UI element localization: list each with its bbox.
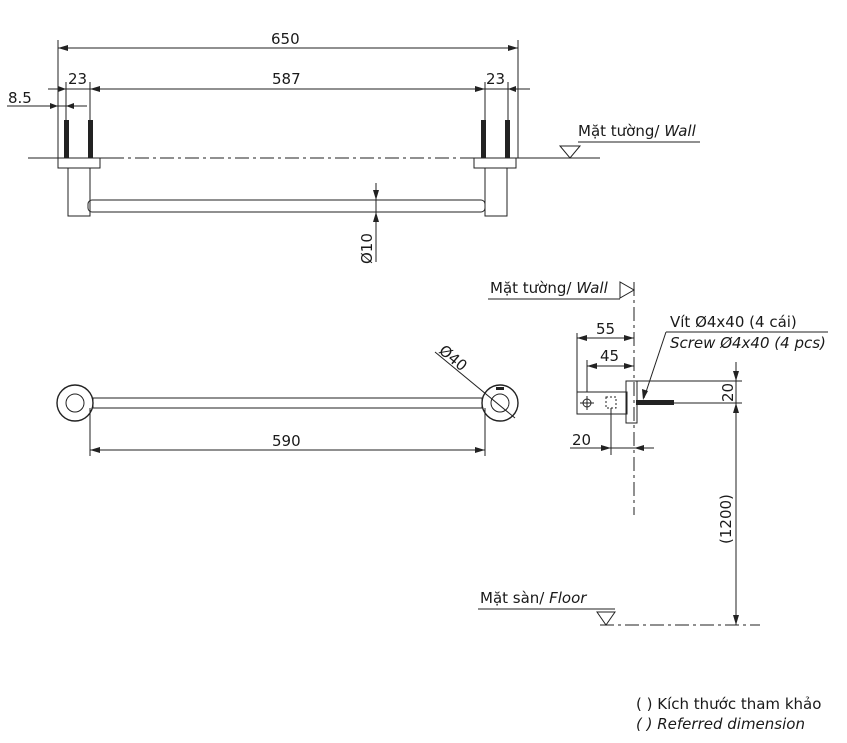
- wall-marker-side-icon: [619, 281, 636, 299]
- dim-650-label: 650: [271, 30, 300, 48]
- screw-icon: [636, 400, 674, 405]
- note-reference-en: ( ) Referred dimension: [636, 715, 805, 733]
- dim-diameter-40-label: Ø40: [435, 341, 470, 375]
- screw-label-vi: Vít Ø4x40 (4 cái): [670, 313, 797, 331]
- wall-label-side: Mặt tường/ Wall: [490, 279, 609, 297]
- dim-23-left-label: 23: [68, 70, 87, 88]
- dim-590-label: 590: [272, 432, 301, 450]
- dim-23-right-label: 23: [486, 70, 505, 88]
- screw-label-en: Screw Ø4x40 (4 pcs): [670, 334, 826, 352]
- dim-1200-label: (1200): [717, 494, 735, 544]
- dim-587-label: 587: [272, 70, 301, 88]
- note-reference-vi: ( ) Kích thước tham khảo: [636, 695, 821, 713]
- dim-55-label: 55: [596, 320, 615, 338]
- screw-icons: [64, 120, 510, 158]
- wall-marker-icon: [558, 145, 582, 159]
- wall-label-top: Mặt tường/ Wall: [578, 122, 697, 140]
- bracket: [576, 391, 628, 415]
- towel-bar-front: [92, 397, 483, 409]
- dim-20-bottom-label: 20: [572, 431, 591, 449]
- front-view: 590 Ø40: [56, 341, 519, 456]
- dim-45-label: 45: [600, 347, 619, 365]
- dim-8-5-label: 8.5: [8, 89, 32, 107]
- side-view: Mặt tường/ Wall 55 45 20 20 (1200) Vít Ø…: [478, 279, 828, 626]
- dim-20-right-label: 20: [719, 383, 737, 402]
- dim-diameter-10-label: Ø10: [358, 233, 376, 264]
- towel-bar-top: [87, 199, 486, 213]
- floor-label: Mặt sàn/ Floor: [480, 589, 587, 607]
- top-view: 650 23 587 23 8.5 Ø10 Mặt tường/ Wall: [7, 30, 700, 264]
- floor-marker-icon: [596, 611, 616, 626]
